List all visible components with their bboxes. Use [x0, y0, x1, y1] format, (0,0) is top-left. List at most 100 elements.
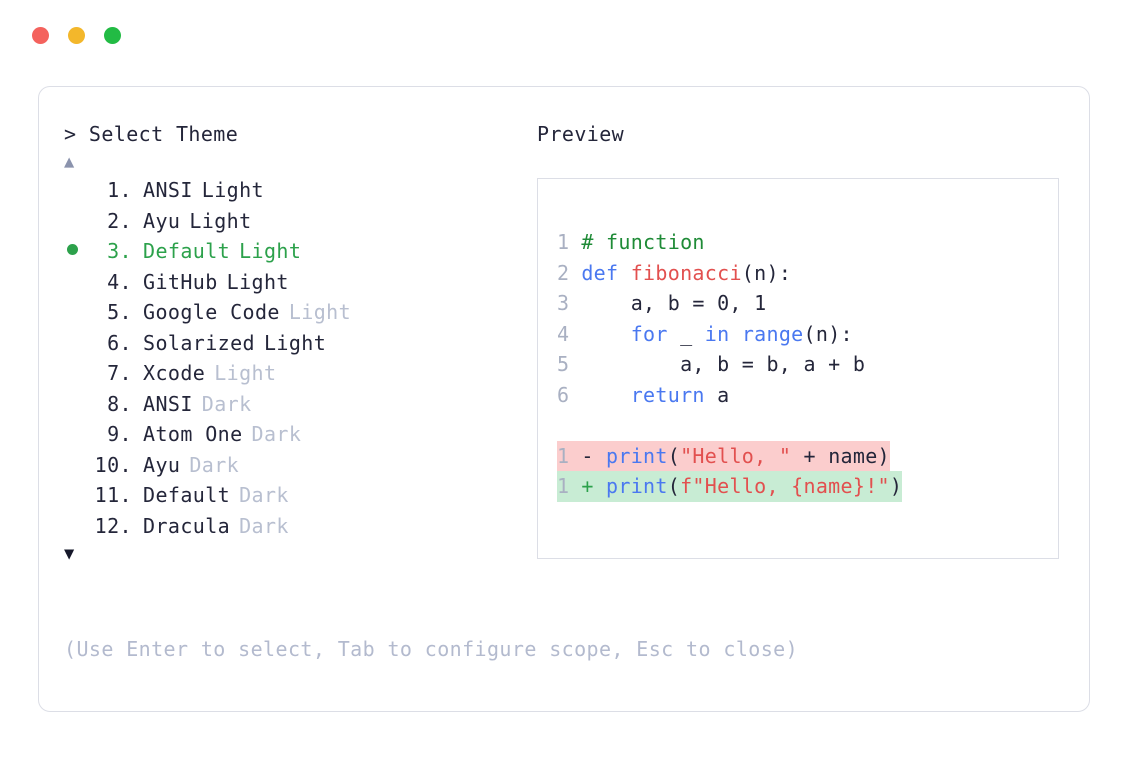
- theme-item-name: Solarized: [143, 330, 255, 355]
- code-line: 5 a, b = b, a + b: [557, 349, 1058, 380]
- code-token: [581, 383, 630, 407]
- theme-list-item[interactable]: 10. Ayu Dark: [64, 450, 534, 481]
- scroll-up-arrow[interactable]: ▲: [64, 152, 75, 172]
- code-spacer: [557, 411, 1058, 441]
- code-line-number: 5: [557, 352, 570, 377]
- code-token: [729, 322, 741, 346]
- prompt-label: > Select Theme: [64, 122, 239, 146]
- code-line-number: 2: [557, 260, 570, 285]
- theme-item-variant: Light: [214, 361, 277, 385]
- theme-item-index: 6.: [94, 330, 132, 355]
- theme-item-variant: Light: [288, 300, 352, 324]
- theme-item-index: 4.: [94, 269, 132, 294]
- diff-marker: -: [581, 443, 594, 468]
- minimize-dot[interactable]: [68, 26, 85, 44]
- code-line: 4 for _ in range(n):: [557, 319, 1058, 350]
- code-token: _: [667, 321, 705, 346]
- theme-item-name: ANSI: [143, 391, 193, 416]
- diff-marker: +: [581, 474, 594, 499]
- theme-list-item[interactable]: 4. GitHub Light: [64, 267, 534, 298]
- code-token: def: [581, 260, 631, 285]
- theme-item-name: Xcode: [143, 361, 206, 385]
- code-token: a, b = 0, 1: [581, 291, 767, 316]
- scroll-down-arrow[interactable]: ▼: [64, 544, 75, 564]
- preview-label: Preview: [537, 122, 625, 146]
- theme-item-name: ANSI: [143, 178, 193, 202]
- theme-list-item[interactable]: 1. ANSI Light: [64, 175, 534, 206]
- theme-item-variant: Light: [189, 208, 252, 233]
- theme-item-index: 2.: [94, 208, 132, 233]
- code-token: (: [667, 474, 681, 499]
- theme-item-variant: Dark: [201, 391, 252, 416]
- code-line: 6 return a: [557, 380, 1058, 411]
- code-token: "Hello, ": [680, 443, 792, 468]
- theme-item-variant: Light: [263, 330, 327, 355]
- theme-item-name: Ayu: [143, 208, 181, 233]
- keyboard-hint: (Use Enter to select, Tab to configure s…: [64, 637, 799, 661]
- code-line-number: 6: [557, 382, 570, 407]
- code-token: ): [889, 474, 903, 499]
- code-line-number: 4: [557, 321, 570, 346]
- theme-item-name: Ayu: [143, 452, 181, 477]
- window-titlebar: [0, 0, 1129, 70]
- theme-item-index: 3.: [94, 239, 132, 263]
- code-token: for: [630, 321, 668, 346]
- theme-item-index: 10.: [94, 452, 132, 477]
- theme-item-variant: Light: [201, 178, 264, 202]
- code-token: f"Hello, {name}!": [680, 474, 890, 499]
- theme-item-index: 12.: [94, 513, 132, 538]
- maximize-dot[interactable]: [104, 26, 121, 44]
- code-token: (n):: [741, 260, 792, 285]
- code-token: + name): [791, 443, 890, 468]
- theme-item-name: Dracula: [143, 513, 231, 538]
- code-token: return: [630, 382, 705, 407]
- diff-line-add: 1 + print(f"Hello, {name}!"): [557, 471, 903, 502]
- close-dot[interactable]: [32, 26, 49, 44]
- code-line-number: 1: [557, 443, 570, 468]
- code-token: [581, 322, 630, 346]
- code-token: range: [741, 321, 804, 346]
- theme-item-index: 5.: [94, 300, 132, 324]
- theme-list-item[interactable]: 8. ANSI Dark: [64, 389, 534, 420]
- theme-item-name: Default: [143, 483, 231, 507]
- code-token: (: [667, 443, 681, 468]
- diff-line-del: 1 - print("Hello, " + name): [557, 440, 890, 472]
- theme-item-variant: Dark: [251, 422, 302, 446]
- theme-item-name: GitHub: [143, 269, 218, 294]
- theme-list-item[interactable]: 5. Google Code Light: [64, 297, 534, 328]
- code-token: in: [704, 321, 730, 346]
- code-line-number: 3: [557, 291, 570, 316]
- code-line-number: 1: [557, 230, 570, 254]
- theme-item-index: 1.: [94, 178, 132, 202]
- code-token: a, b = b, a + b: [581, 352, 866, 377]
- theme-list-item[interactable]: 2. Ayu Light: [64, 206, 534, 237]
- code-token: fibonacci: [630, 260, 742, 285]
- theme-item-variant: Dark: [239, 483, 289, 507]
- theme-item-index: 8.: [94, 391, 132, 416]
- theme-item-name: Google Code: [143, 300, 280, 324]
- theme-list-item[interactable]: 6. Solarized Light: [64, 328, 534, 359]
- diff-block: 1 - print("Hello, " + name)1 + print(f"H…: [557, 440, 1058, 502]
- theme-item-index: 11.: [94, 483, 132, 507]
- theme-item-variant: Dark: [189, 452, 240, 477]
- code-token: # function: [581, 230, 705, 254]
- theme-list-item[interactable]: 9. Atom One Dark: [64, 419, 534, 450]
- theme-list-item[interactable]: 11. Default Dark: [64, 480, 534, 511]
- theme-list-item[interactable]: 7. Xcode Light: [64, 358, 534, 389]
- theme-item-name: Atom One: [143, 422, 243, 446]
- theme-item-index: 7.: [94, 361, 132, 385]
- theme-item-index: 9.: [94, 422, 132, 446]
- theme-item-variant: Light: [226, 269, 289, 294]
- code-token: a: [704, 382, 730, 407]
- code-token: print: [606, 474, 668, 499]
- theme-item-variant: Light: [239, 239, 302, 263]
- code-line: 1 # function: [557, 227, 1058, 258]
